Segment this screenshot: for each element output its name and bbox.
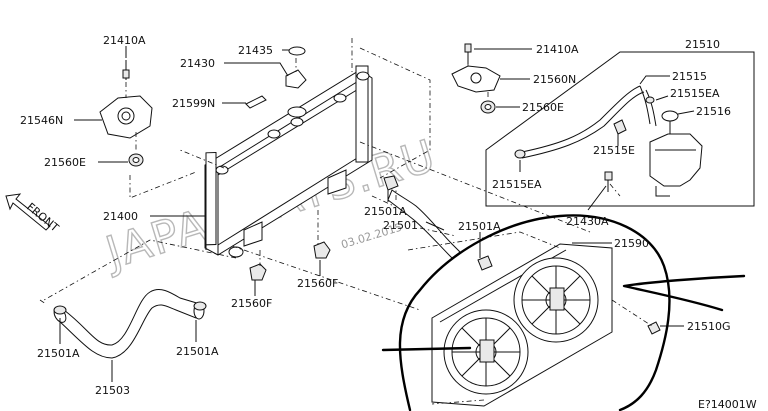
- clamp-21501a-center-icon: [383, 175, 399, 191]
- label-21599n: 21599N: [172, 97, 215, 110]
- clamp-21501a-left-icon: [53, 305, 67, 315]
- hose-clip-21515ea-bottom-icon: [514, 149, 526, 159]
- grommet-21560f-a-icon: [249, 263, 267, 281]
- label-21501: 21501: [383, 219, 418, 232]
- label-21435: 21435: [238, 44, 273, 57]
- bracket-21546n-icon: [99, 95, 153, 139]
- grommet-21560e-left-icon: [128, 153, 144, 167]
- leader-lines: [59, 46, 695, 382]
- label-21400: 21400: [103, 210, 138, 223]
- reservoir-group-frame: [485, 51, 755, 207]
- label-21516: 21516: [696, 105, 731, 118]
- label-21515ea-top: 21515EA: [670, 87, 720, 100]
- diagram-code: E?14001W: [698, 398, 757, 411]
- fan-shroud-21590-icon: [431, 243, 613, 407]
- label-21515: 21515: [672, 70, 707, 83]
- radiator-icon: [204, 65, 373, 258]
- label-21560e-right: 21560E: [522, 101, 564, 114]
- label-21546n: 21546N: [20, 114, 63, 127]
- label-21560f-a: 21560F: [231, 297, 272, 310]
- clamp-21501a-right-icon: [477, 255, 493, 271]
- label-21515e: 21515E: [593, 144, 635, 157]
- radiator-cap-21430-icon: [285, 46, 307, 89]
- bolt-21430a-icon: [604, 171, 613, 192]
- label-21501a-left: 21501A: [37, 347, 80, 360]
- label-21510g: 21510G: [687, 320, 731, 333]
- label-plate-21599n-icon: [245, 95, 267, 109]
- bolt-21410a-left-icon: [122, 60, 130, 80]
- bracket-21560n-icon: [451, 65, 501, 93]
- label-21501a-mid: 21501A: [176, 345, 219, 358]
- reservoir-hose-21515-icon: [521, 85, 657, 159]
- label-21501a-center: 21501A: [364, 205, 407, 218]
- reservoir-tank-21510-icon: [649, 110, 703, 197]
- label-21503: 21503: [95, 384, 130, 397]
- assembly-dash-lines: [39, 38, 653, 405]
- grommet-21560f-b-icon: [313, 241, 331, 259]
- hose-clip-21515e-icon: [613, 119, 627, 135]
- hand-drawn-circle-markup: [381, 214, 746, 411]
- grommet-21560e-right-icon: [480, 100, 496, 114]
- label-21410a-left: 21410A: [103, 34, 146, 47]
- front-arrow-icon: [5, 193, 51, 231]
- bolt-21510g-icon: [647, 321, 661, 335]
- front-label: FRONT: [24, 200, 61, 234]
- label-21560n: 21560N: [533, 73, 576, 86]
- hose-clip-21515ea-top-icon: [645, 96, 655, 104]
- label-21501a-right: 21501A: [458, 220, 501, 233]
- label-21560f-b: 21560F: [297, 277, 338, 290]
- clamp-21501a-mid-icon: [193, 301, 207, 311]
- label-21430: 21430: [180, 57, 215, 70]
- label-21590: 21590: [614, 237, 649, 250]
- label-21515ea-bottom: 21515EA: [492, 178, 542, 191]
- label-21510: 21510: [685, 38, 720, 51]
- label-21560e-left: 21560E: [44, 156, 86, 169]
- label-21430a: 21430A: [566, 215, 609, 228]
- part-labels: 21410A 21546N 21560E 21400 21430 21435 2…: [20, 34, 757, 411]
- label-21410a-right: 21410A: [536, 43, 579, 56]
